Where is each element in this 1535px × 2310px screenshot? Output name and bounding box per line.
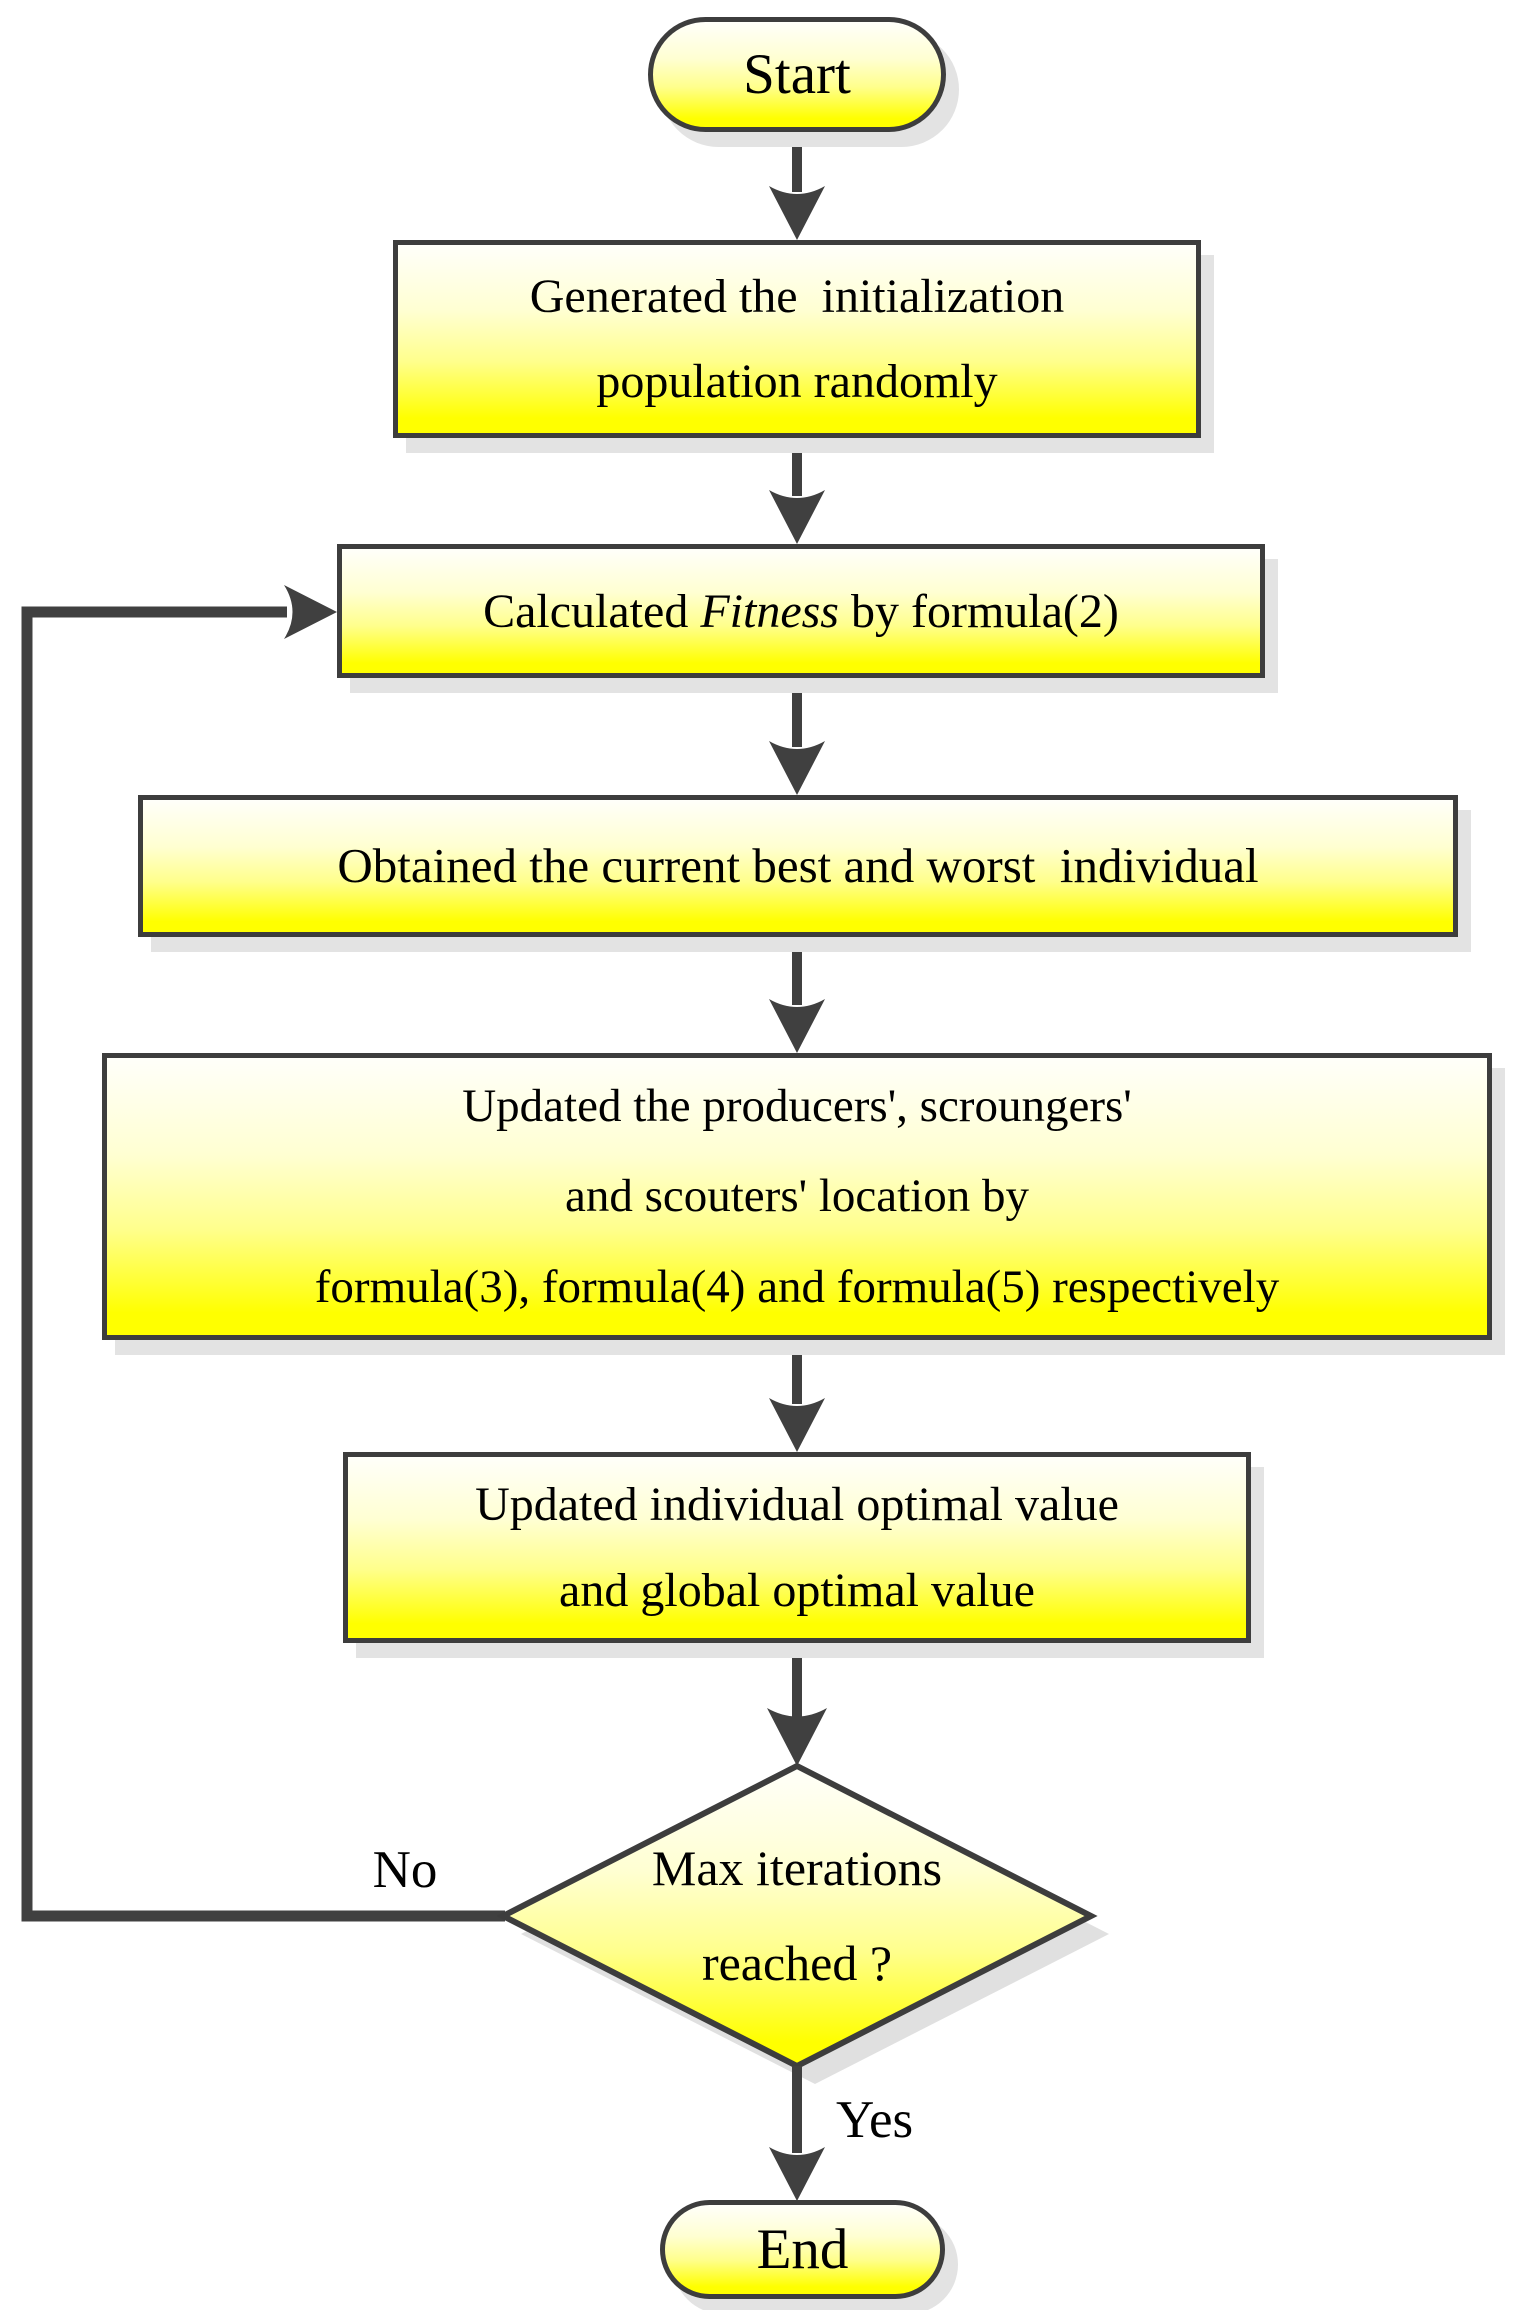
start-node-label: Start: [743, 42, 851, 106]
fitness-italic-word: Fitness: [700, 584, 839, 638]
arrowhead-decision-end-icon: [769, 2147, 825, 2201]
arrowhead-fitness-bestworst-icon: [769, 741, 825, 795]
start-node: Start: [648, 17, 946, 132]
arrowhead-locations-optimal-icon: [769, 1398, 825, 1452]
update-locations-label: Updated the producers', scroungers' and …: [314, 1080, 1280, 1313]
update-locations-node: Updated the producers', scroungers' and …: [102, 1053, 1492, 1340]
best-worst-node: Obtained the current best and worst indi…: [138, 795, 1458, 937]
calculate-fitness-label: Calculated Fitness by formula(2): [483, 584, 1119, 638]
decision-node: Max iterations reached ?: [545, 1796, 1049, 2036]
arrowhead-optimal-decision-icon: [767, 1708, 827, 1766]
end-node: End: [660, 2200, 945, 2299]
arrowhead-init-fitness-icon: [769, 490, 825, 544]
yes-branch-label: Yes: [836, 2091, 914, 2149]
calculate-fitness-node: Calculated Fitness by formula(2): [337, 544, 1265, 678]
init-population-node: Generated the initialization population …: [393, 240, 1201, 438]
update-optimal-label: Updated individual optimal value and glo…: [475, 1478, 1119, 1617]
arrowhead-start-init-icon: [769, 186, 825, 240]
init-population-label: Generated the initialization population …: [529, 269, 1065, 408]
update-optimal-node: Updated individual optimal value and glo…: [343, 1452, 1251, 1643]
end-node-label: End: [756, 2217, 849, 2281]
arrowhead-no-loop-icon: [284, 585, 337, 639]
no-branch-label: No: [372, 1841, 438, 1899]
arrowhead-bestworst-locations-icon: [769, 999, 825, 1053]
best-worst-label: Obtained the current best and worst indi…: [337, 838, 1259, 894]
edge-no-loop: [21, 606, 505, 1922]
decision-label: Max iterations reached ?: [651, 1840, 943, 1991]
